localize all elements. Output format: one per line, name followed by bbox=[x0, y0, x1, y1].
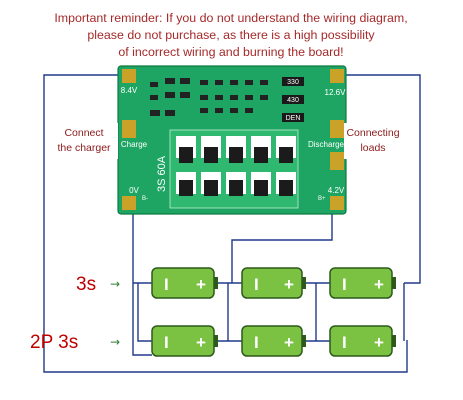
mosfet-bottom-row bbox=[176, 172, 296, 196]
battery-cell-2: I + bbox=[241, 267, 306, 299]
battery-cell-1-plus: + bbox=[196, 275, 206, 294]
wire-42v bbox=[231, 202, 333, 283]
battery-cell-4-minus: I bbox=[164, 333, 169, 352]
wire-left-loop bbox=[43, 74, 408, 373]
battery-row-3s: I + I + I + bbox=[151, 267, 396, 299]
connecting-loads-line-1: Connecting bbox=[346, 127, 399, 139]
row-label-2p3s: 2P 3s bbox=[30, 332, 78, 353]
battery-cell-5-plus: + bbox=[284, 333, 294, 352]
battery-cell-2-minus: I bbox=[254, 275, 259, 294]
battery-cell-6-minus: I bbox=[342, 333, 347, 352]
resistor-den-label: DEN bbox=[286, 115, 301, 122]
battery-cell-1-minus: I bbox=[164, 275, 169, 294]
warning-line-3: of incorrect wiring and burning the boar… bbox=[118, 45, 343, 59]
battery-cell-1: I + bbox=[151, 267, 218, 299]
silk-0v: 0V bbox=[129, 186, 139, 195]
silk-charge: Charge bbox=[121, 140, 148, 149]
pad-126v bbox=[330, 69, 344, 83]
connect-charger-line-1: Connect bbox=[64, 127, 103, 139]
silk-84v: 8.4V bbox=[121, 86, 138, 95]
battery-cell-6-plus: + bbox=[374, 333, 384, 352]
silk-discharge: Discharge bbox=[308, 140, 345, 149]
pad-84v bbox=[122, 69, 136, 83]
silk-126v: 12.6V bbox=[325, 88, 347, 97]
pad-b-plus bbox=[330, 152, 344, 170]
smd-components bbox=[150, 78, 268, 116]
battery-row-2p3s: I + I + I + bbox=[151, 325, 396, 357]
wire-0v bbox=[132, 202, 152, 356]
warning-line-2: please do not purchase, as there is a hi… bbox=[87, 28, 375, 42]
connecting-loads-line-2: loads bbox=[360, 142, 385, 154]
loads-label-bg bbox=[344, 123, 408, 159]
pad-0v bbox=[122, 196, 136, 210]
resistor-330-label: 330 bbox=[287, 79, 299, 86]
resistor-430 bbox=[282, 95, 304, 104]
silk-model: 3S 60A bbox=[156, 155, 168, 192]
battery-cell-3-plus: + bbox=[374, 275, 384, 294]
pad-discharge bbox=[330, 120, 344, 138]
resistor-330 bbox=[282, 77, 304, 86]
pad-42v bbox=[330, 196, 344, 210]
resistor-430-label: 430 bbox=[287, 97, 299, 104]
row-arrow-3s: → bbox=[110, 277, 120, 291]
wire-parallel-0 bbox=[137, 283, 152, 342]
silk-b-minus: B- bbox=[142, 196, 148, 202]
battery-cell-3: I + bbox=[329, 267, 396, 299]
warning-line-1: Important reminder: If you do not unders… bbox=[54, 11, 407, 25]
silk-42v: 4.2V bbox=[328, 186, 345, 195]
row-arrow-2p3s: → bbox=[110, 335, 120, 349]
connect-charger-line-2: the charger bbox=[57, 142, 111, 154]
battery-cell-5-minus: I bbox=[254, 333, 259, 352]
pad-charge bbox=[122, 120, 136, 138]
battery-cell-4: I + bbox=[151, 325, 218, 357]
wiring bbox=[43, 74, 421, 373]
charger-label-bg bbox=[52, 123, 118, 159]
row-label-3s: 3s bbox=[76, 274, 96, 295]
silk-b-plus: B+ bbox=[318, 196, 326, 202]
battery-cell-2-plus: + bbox=[284, 275, 294, 294]
battery-cell-4-plus: + bbox=[196, 333, 206, 352]
wire-right-top bbox=[338, 74, 421, 284]
bms-board: 8.4V 12.6V Charge Discharge 0V 4.2V bbox=[117, 65, 347, 215]
mosfets bbox=[176, 136, 296, 196]
battery-cell-5: I + bbox=[241, 325, 306, 357]
mosfet-top-row bbox=[176, 136, 296, 163]
battery-cell-6: I + bbox=[329, 325, 396, 357]
resistor-den bbox=[282, 113, 304, 122]
battery-cell-3-minus: I bbox=[342, 275, 347, 294]
